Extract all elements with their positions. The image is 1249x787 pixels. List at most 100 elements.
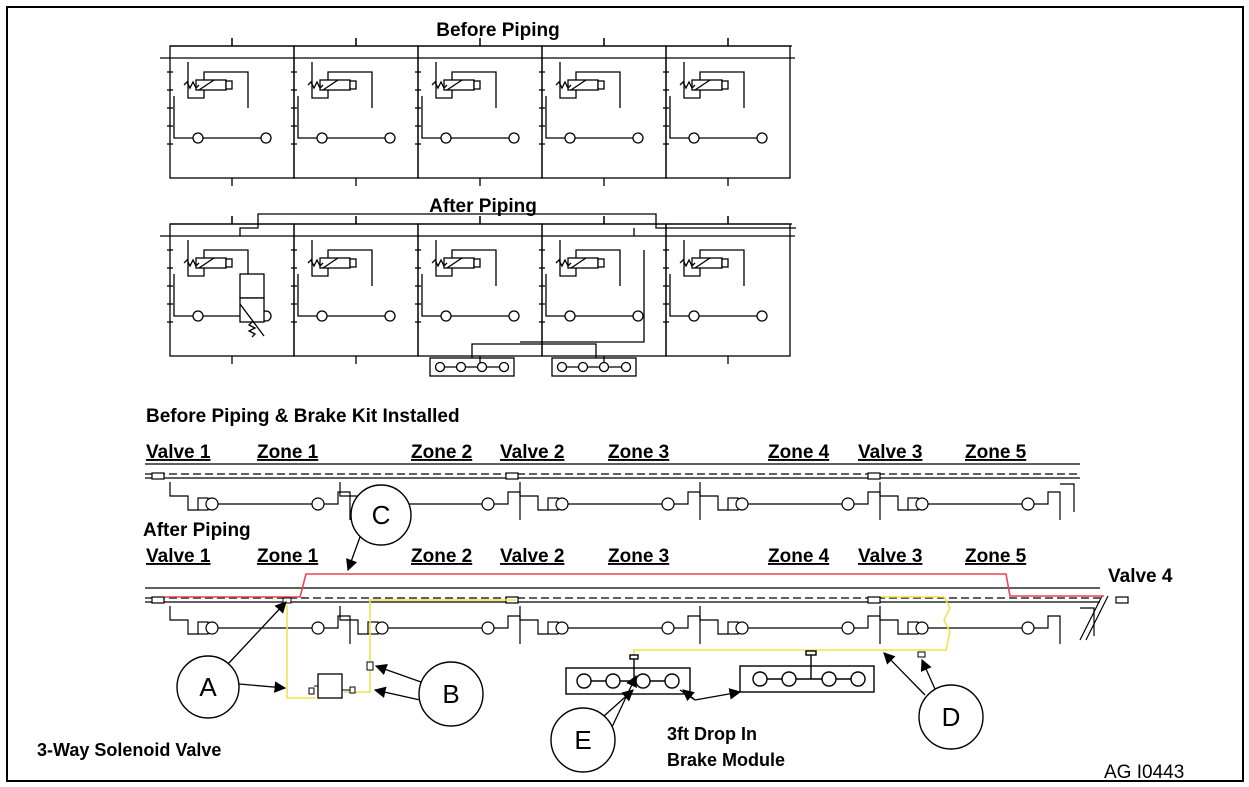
zone-end: [674, 491, 701, 520]
roller: [311, 621, 325, 635]
roller-line: [173, 96, 266, 139]
label-zone-2-after: Zone 2: [411, 546, 472, 567]
zone-module: [291, 38, 419, 186]
fitting-d: [917, 651, 926, 658]
roller: [205, 497, 219, 511]
roller: [661, 497, 675, 511]
zone-end: [1034, 491, 1061, 520]
valve-arrow: [446, 79, 463, 91]
after-conveyor-labels: Valve 1 Zone 1 Zone 2 Valve 2 Zone 3 Zon…: [146, 546, 1173, 587]
roller: [205, 621, 219, 635]
leader-lines: [227, 536, 936, 728]
conveyor-end: [1060, 483, 1075, 512]
brake-module-1: [565, 654, 691, 695]
label-zone-3: Zone 3: [608, 442, 669, 463]
after-air-line: [239, 213, 796, 236]
zone-piping: [519, 482, 548, 511]
figure-border: [6, 6, 1244, 782]
roller: [481, 497, 495, 511]
brake-roller: [498, 361, 510, 373]
callouts: [176, 484, 984, 773]
zone-end: [854, 615, 881, 644]
callout-b-circle: [418, 661, 484, 727]
valve-solenoid: [473, 80, 481, 90]
valve-arrow: [570, 257, 587, 269]
after-conveyor-drawing: [145, 587, 1129, 644]
roller-line: [421, 274, 514, 317]
label-valve-2: Valve 2: [500, 442, 564, 463]
label-zone-2: Zone 2: [411, 442, 472, 463]
brake-box: [429, 357, 515, 377]
zone-module: [291, 216, 419, 364]
before-brake-title: Before Piping & Brake Kit Installed: [146, 406, 460, 427]
roller: [1021, 497, 1035, 511]
label-zone-1-after: Zone 1: [257, 546, 319, 567]
fitting-b: [366, 661, 374, 671]
brake-roller: [476, 361, 488, 373]
valve-marker: [505, 472, 519, 480]
roller-sensor: [756, 132, 768, 144]
brake-roller: [577, 361, 589, 373]
brake-roller: [556, 361, 568, 373]
roller: [311, 497, 325, 511]
roller: [735, 621, 749, 635]
callout-d-circle: [918, 684, 984, 750]
after-piping-title-2: After Piping: [143, 520, 251, 541]
valve-spring: [431, 80, 448, 90]
roller-sensor: [316, 132, 328, 144]
roller: [1021, 621, 1035, 635]
valve-arrow: [694, 257, 711, 269]
valve-solenoid: [721, 80, 729, 90]
zone-module: [663, 216, 791, 364]
valve-arrow: [322, 257, 339, 269]
roller-sensor: [384, 132, 396, 144]
brake-roller: [455, 361, 467, 373]
zone-module: [167, 38, 295, 186]
label-zone-4-after: Zone 4: [768, 546, 830, 567]
callout-b: B: [442, 679, 459, 709]
roller-sensor: [688, 310, 700, 322]
callout-a-circle: [176, 655, 240, 719]
conveyor-zone: [699, 482, 881, 520]
valve-spring: [679, 258, 696, 268]
callout-c: C: [372, 500, 391, 530]
roller: [661, 621, 675, 635]
brake-box: [551, 357, 637, 377]
zone-end: [1034, 615, 1061, 644]
after-air-return: [520, 250, 645, 343]
valve-spring: [555, 258, 572, 268]
conveyor-zone: [699, 606, 881, 644]
valve-spring: [679, 80, 696, 90]
solenoid-label: 3-Way Solenoid Valve: [37, 740, 221, 760]
label-valve-3-after: Valve 3: [858, 546, 922, 567]
added-solenoid: [239, 273, 265, 299]
yellow-air-lines: [286, 596, 951, 699]
zone-piping: [169, 606, 198, 635]
three-way-solenoid-valve: [308, 673, 356, 699]
roller-sensor: [260, 132, 272, 144]
break-mark: [1079, 595, 1103, 641]
roller-sensor: [632, 132, 644, 144]
roller: [555, 621, 569, 635]
roller-sensor: [508, 310, 520, 322]
roller-line: [545, 96, 638, 139]
zone-end: [494, 615, 521, 644]
valve-marker: [151, 596, 165, 604]
valve-marker: [867, 596, 881, 604]
roller-sensor: [440, 310, 452, 322]
drop-in-label-2: Brake Module: [667, 750, 785, 770]
zone-end: [324, 491, 351, 520]
before-conveyor-drawing: [145, 463, 1080, 520]
valve-spring: [307, 258, 324, 268]
added-link: [239, 303, 265, 337]
roller-line: [669, 274, 762, 317]
label-valve-4: Valve 4: [1108, 566, 1173, 587]
zone-end: [674, 615, 701, 644]
before-piping-schematic: [160, 38, 795, 186]
roller-line: [545, 274, 638, 317]
zone-end: [494, 491, 521, 520]
valve-spring: [555, 80, 572, 90]
valve-solenoid: [349, 80, 357, 90]
valve-spring: [307, 80, 324, 90]
